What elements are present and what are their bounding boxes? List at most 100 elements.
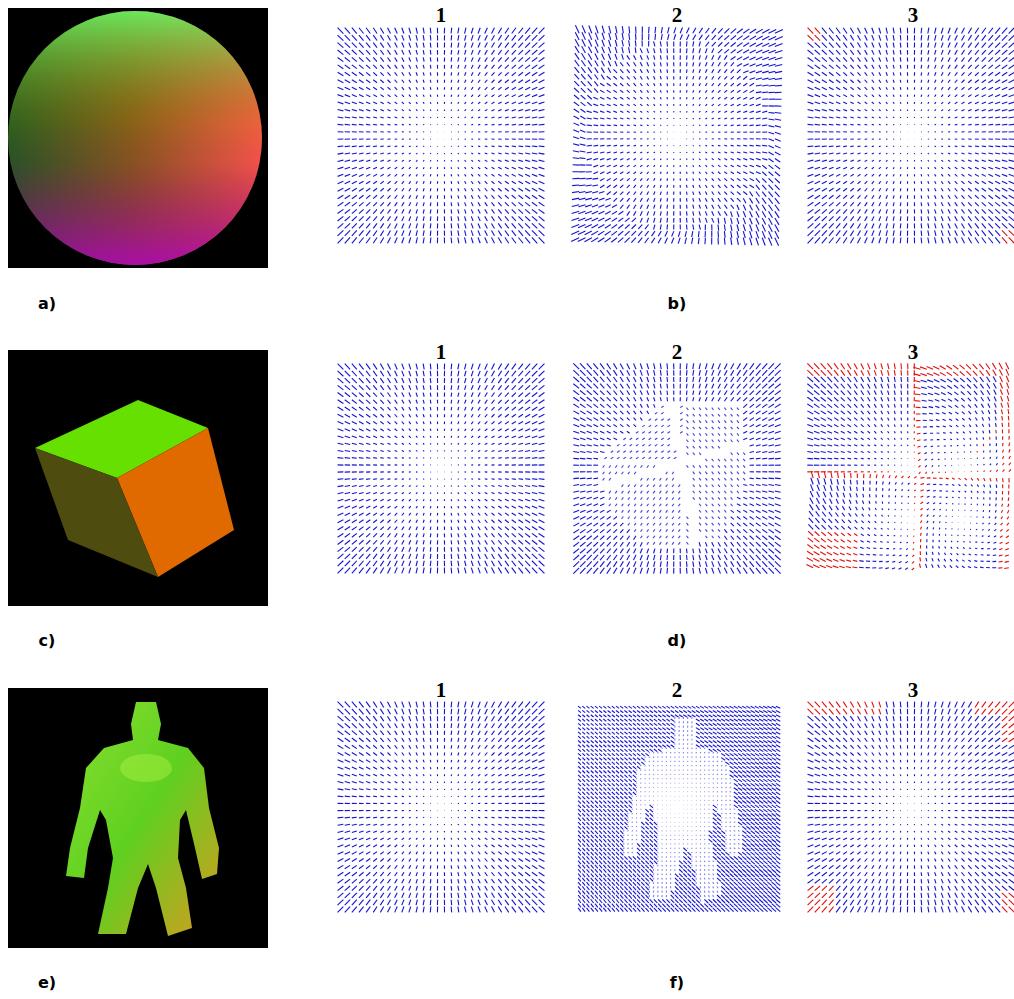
flow-vector	[451, 43, 452, 48]
flow-vector	[430, 237, 431, 243]
flow-vector	[485, 124, 488, 125]
flow-vector	[686, 97, 687, 99]
flow-vector	[423, 124, 424, 125]
flow-vector	[660, 152, 661, 153]
flow-vector	[380, 146, 383, 147]
flow-vector	[667, 218, 668, 223]
flow-vector	[518, 146, 523, 147]
flow-vector	[667, 62, 668, 66]
flow-vector	[345, 124, 350, 125]
flow-vector	[430, 117, 431, 118]
flow-vector	[430, 223, 431, 228]
flow-vector	[667, 76, 668, 79]
flow-vector	[775, 85, 782, 86]
flow-vector	[667, 90, 668, 92]
flow-vector	[525, 124, 530, 125]
flow-vector	[451, 160, 452, 161]
flow-vector	[667, 83, 668, 86]
flow-vector	[451, 209, 452, 213]
flow-vector	[451, 124, 452, 125]
flow-vector	[667, 41, 668, 46]
flow-vector	[750, 125, 754, 126]
flow-vector	[640, 125, 642, 126]
flow-vector	[756, 92, 762, 93]
flow-vector	[686, 205, 687, 209]
flow-vector	[402, 124, 404, 125]
flow-vector	[743, 125, 747, 126]
flow-vector	[699, 118, 700, 119]
flow-vector	[654, 125, 655, 126]
flow-vector	[512, 146, 516, 147]
flow-vector	[409, 124, 411, 125]
flow-vector	[430, 181, 431, 184]
flow-vector	[686, 165, 687, 167]
flow-vector	[587, 145, 592, 146]
flow-vector	[629, 26, 630, 33]
flow-vector	[660, 118, 661, 119]
flow-vector	[451, 174, 452, 176]
flow-vector	[731, 125, 734, 126]
flow-vector	[667, 69, 668, 73]
flow-vector	[430, 72, 431, 75]
flow-vector	[667, 55, 668, 59]
flow-vector	[667, 185, 668, 188]
flow-vector	[345, 146, 350, 147]
flow-vector	[505, 124, 509, 125]
flow-vector	[465, 124, 466, 125]
flow-vector	[430, 109, 431, 110]
flow-vector	[634, 145, 636, 146]
flow-vector	[416, 124, 417, 125]
flow-vector	[465, 146, 466, 147]
flow-vector	[718, 125, 720, 126]
flow-vector	[686, 111, 687, 112]
flow-vector	[667, 111, 668, 112]
flow-vector	[667, 118, 668, 119]
flow-vector	[380, 124, 383, 125]
flow-vector	[600, 145, 604, 146]
flow-vector	[693, 145, 694, 146]
flow-vector	[451, 35, 452, 40]
flow-vector	[451, 117, 452, 118]
flow-vector	[607, 145, 611, 146]
flow-vector	[451, 230, 452, 235]
flow-vector	[634, 125, 636, 126]
flow-vector	[724, 145, 727, 146]
flow-vector	[693, 111, 694, 112]
flow-vector	[654, 118, 655, 119]
flow-vector	[388, 146, 391, 147]
flow-vector	[756, 145, 761, 146]
flow-vector	[718, 218, 719, 224]
flow-vector	[686, 211, 687, 215]
flow-vector	[430, 95, 431, 97]
flow-vector	[416, 146, 417, 147]
flow-vector	[338, 146, 344, 147]
flow-vector	[724, 125, 727, 126]
flow-vector	[635, 40, 636, 46]
flow-vector	[430, 80, 431, 83]
flow-vector	[359, 146, 364, 147]
flow-vector	[458, 146, 459, 147]
flow-vector	[815, 146, 820, 147]
flow-vector	[592, 178, 598, 179]
figure-highlight	[120, 754, 172, 782]
flow-vector	[572, 185, 579, 186]
flow-vector	[647, 145, 649, 146]
flow-vector	[613, 125, 617, 126]
flow-vector	[667, 48, 668, 53]
flow-vector	[451, 237, 452, 243]
flow-vector	[498, 146, 501, 147]
flow-vector	[451, 146, 452, 147]
flow-vector	[451, 72, 452, 75]
flow-vector	[430, 124, 431, 125]
flow-vector	[724, 238, 725, 245]
flow-vector	[430, 167, 431, 169]
flow-vector	[451, 167, 452, 169]
flow-vector	[667, 198, 668, 202]
flow-vector	[586, 178, 592, 179]
flow-vector	[359, 124, 364, 125]
flow-vector	[667, 192, 668, 195]
flow-vector	[686, 125, 687, 126]
flow-vector	[699, 152, 700, 153]
flow-vector	[693, 118, 694, 119]
